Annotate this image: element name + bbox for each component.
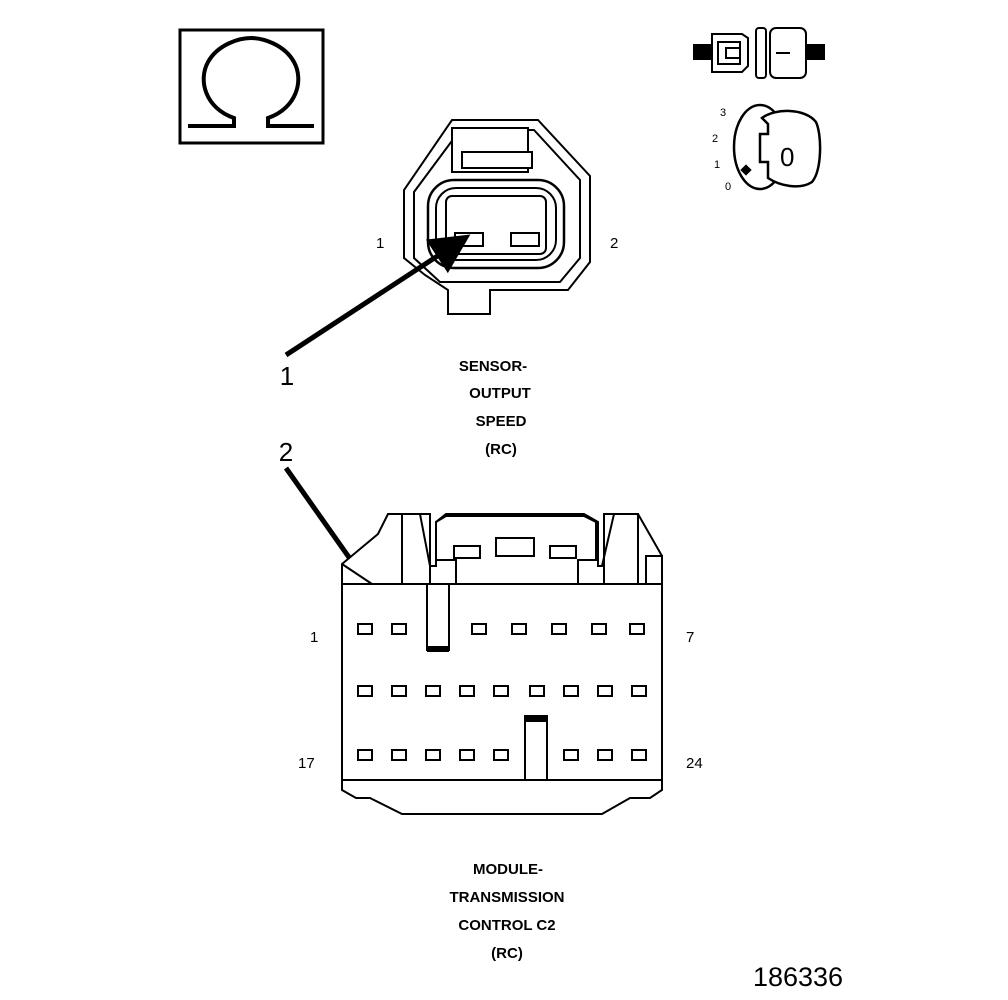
module-pin-cavity (357, 623, 373, 635)
module-pin-cavity (425, 749, 441, 761)
module-pin-cavity (459, 749, 475, 761)
module-pin-cavity (629, 623, 645, 635)
module-pin-cavity (529, 685, 545, 697)
module-pin-cavity (471, 623, 487, 635)
sensor-connector (403, 119, 591, 315)
module-pin-cavity (357, 749, 373, 761)
module-connector (341, 513, 663, 815)
sensor-pin-label-2: 2 (610, 235, 618, 252)
test-lead-icon (693, 27, 825, 79)
callout-1: 1 (280, 361, 294, 391)
svg-text:SENSOR-: SENSOR- (459, 358, 527, 375)
figure-id: 186336 (753, 962, 843, 992)
module-pin-cavity (551, 623, 567, 635)
module-pin-cavity (391, 749, 407, 761)
svg-text:TRANSMISSION: TRANSMISSION (449, 889, 564, 906)
ohmmeter-icon (178, 28, 325, 145)
callout-1-arrow (284, 234, 471, 358)
module-pin-cavity (591, 623, 607, 635)
sensor-connector-title: SENSOR- OUTPUT SPEED (RC) (459, 358, 531, 458)
module-pin-cavity (631, 749, 647, 761)
module-pin-label-1: 1 (310, 629, 318, 646)
module-pin-cavity (425, 685, 441, 697)
module-pin-cavity (511, 623, 527, 635)
module-pin-cavity (493, 749, 509, 761)
module-pin-cavity (597, 749, 613, 761)
key-position-1: 1 (714, 159, 720, 171)
key-label: 0 (780, 142, 794, 172)
key-position-2: 2 (712, 133, 718, 145)
module-pin-cavity (391, 623, 407, 635)
module-pin-cavity (597, 685, 613, 697)
module-pin-label-7: 7 (686, 629, 694, 646)
module-pin-cavity (493, 685, 509, 697)
module-pin-cavity (391, 685, 407, 697)
module-pin-label-17: 17 (298, 755, 315, 772)
svg-text:(RC): (RC) (491, 945, 523, 962)
svg-text:CONTROL C2: CONTROL C2 (458, 917, 555, 934)
key-position-0: 0 (725, 181, 731, 193)
ignition-key-icon: 3 2 1 0 0 (712, 103, 822, 193)
sensor-pin-label-1: 1 (376, 235, 384, 252)
module-pin-cavity (459, 685, 475, 697)
svg-text:MODULE-: MODULE- (473, 861, 543, 878)
module-connector-title: MODULE- TRANSMISSION CONTROL C2 (RC) (449, 861, 564, 962)
svg-text:(RC): (RC) (485, 441, 517, 458)
module-pin-cavity (563, 749, 579, 761)
svg-text:OUTPUT: OUTPUT (469, 385, 531, 402)
svg-text:SPEED: SPEED (476, 413, 527, 430)
module-pin-cavity (631, 685, 647, 697)
module-pin-cavity (357, 685, 373, 697)
callout-2: 2 (279, 437, 293, 467)
module-pin-cavity (563, 685, 579, 697)
module-pin-label-24: 24 (686, 755, 703, 772)
sensor-pin-2 (510, 232, 540, 247)
key-position-3: 3 (720, 107, 726, 119)
module-pin-grid (357, 623, 647, 761)
